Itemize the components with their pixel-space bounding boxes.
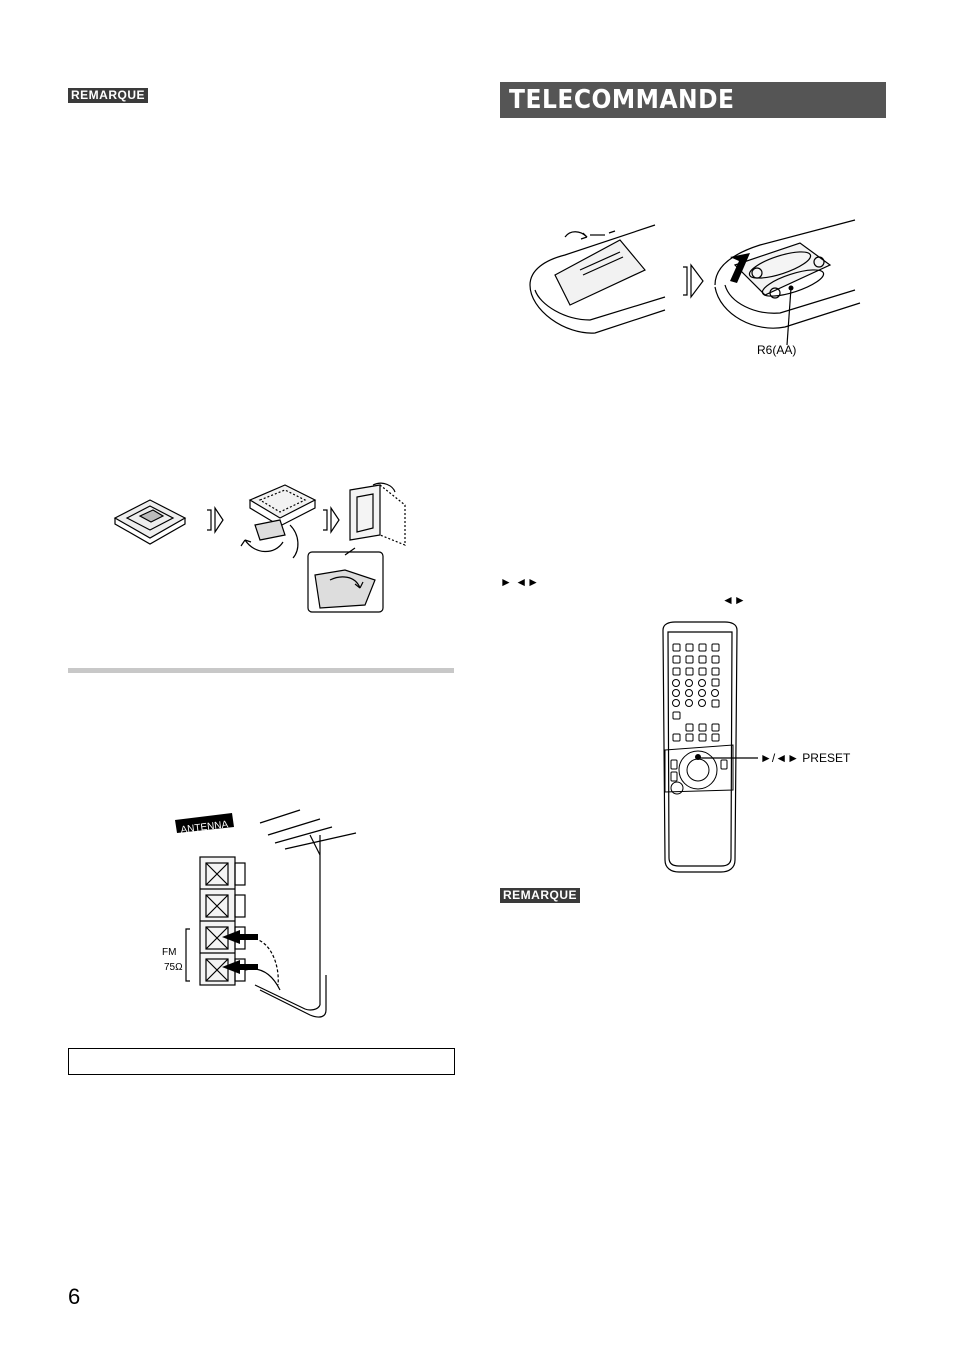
button-symbols-line1: ► ◄► bbox=[500, 575, 539, 589]
info-box bbox=[68, 1048, 455, 1075]
preset-callout-line bbox=[698, 757, 758, 759]
battery-installation-illustration: R6(AA) bbox=[529, 219, 861, 357]
section-title: TELECOMMANDE bbox=[500, 82, 886, 118]
section-divider bbox=[68, 668, 454, 673]
am-loop-antenna-illustration bbox=[113, 482, 406, 613]
note-badge-left: REMARQUE bbox=[68, 88, 149, 103]
fm-antenna-connection-illustration: ANTENNA FM 75Ω bbox=[162, 809, 357, 1018]
terminal-ohms-label: 75Ω bbox=[164, 962, 183, 973]
button-symbols-line2: ◄► bbox=[722, 593, 746, 607]
note-badge-right: REMARQUE bbox=[500, 888, 581, 903]
remote-control-illustration bbox=[662, 621, 738, 873]
battery-type-label: R6(AA) bbox=[757, 343, 796, 357]
terminal-fm-label: FM bbox=[162, 947, 176, 958]
preset-callout-label: ►/◄► PRESET bbox=[760, 751, 851, 765]
page-number: 6 bbox=[68, 1284, 81, 1309]
remote-button-grid bbox=[672, 643, 720, 742]
